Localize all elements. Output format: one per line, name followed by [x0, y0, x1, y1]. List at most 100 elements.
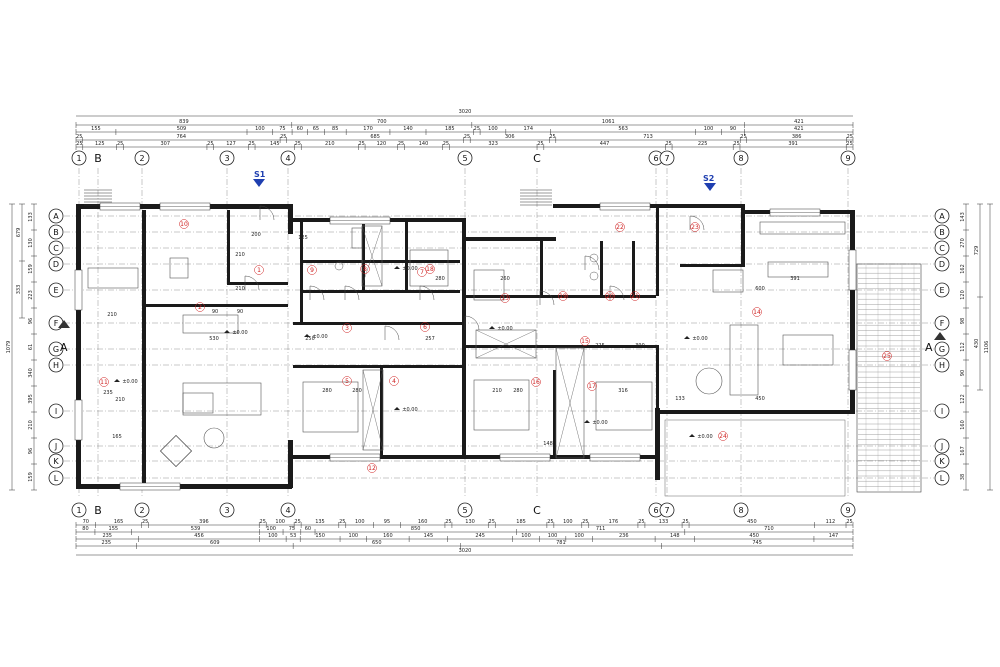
interior-dimension: 90: [212, 309, 218, 315]
wall-interior: [146, 304, 288, 307]
level-marker-icon: [584, 420, 590, 423]
dimension-value: 98: [960, 318, 966, 324]
room-number-circle: [367, 463, 377, 473]
dimension-value: 90: [730, 126, 736, 132]
wall-interior: [230, 282, 288, 285]
wall-exterior: [466, 455, 655, 459]
section-marker-left: A: [58, 320, 70, 354]
room-number-circle: [342, 376, 352, 386]
interior-dimension: 257: [425, 336, 435, 342]
dimension-value: 160: [960, 420, 966, 430]
wall-interior: [632, 241, 635, 296]
dimension-value: 170: [363, 126, 373, 132]
dimension-value: 100: [521, 533, 531, 539]
interior-dimension: 210: [235, 252, 245, 258]
dimension-value: 185: [516, 519, 526, 525]
dimension-value: 25: [582, 519, 588, 525]
axis-bubble-label: C: [53, 244, 59, 253]
axis-bubble: [457, 502, 473, 518]
interior-dimension: 235: [103, 390, 113, 396]
dimension-value: 112: [826, 519, 836, 525]
dimension-value: 100: [355, 519, 365, 525]
interior-dimension: 450: [755, 396, 765, 402]
room-number-circle: [389, 376, 399, 386]
dimension-value: 781: [556, 540, 566, 546]
dimension-value: 25: [339, 519, 345, 525]
axis-bubble: [840, 502, 856, 518]
dimension-value: 850: [411, 526, 421, 532]
dimension-value: 25: [117, 141, 123, 147]
axis-bubble: [934, 341, 950, 357]
section-arrow-icon: [253, 179, 265, 187]
room-number: 18: [426, 266, 434, 273]
dimension-value: 25: [489, 519, 495, 525]
dimension-value: 764: [176, 134, 186, 140]
washbasin: [351, 227, 363, 249]
shaft: [475, 329, 537, 359]
room-number-circle: [342, 323, 352, 333]
level-marker-icon: [304, 334, 310, 337]
room-number-circle: [99, 377, 109, 387]
dimension-value: 100: [548, 533, 558, 539]
section-label: S1: [254, 170, 266, 179]
dimension-value: 100: [268, 533, 278, 539]
dimension-value: 100: [266, 526, 276, 532]
toilet: [589, 271, 599, 281]
axis-bubble: [280, 150, 296, 166]
kitchen-island: [712, 269, 744, 293]
sofa-module: [182, 392, 214, 414]
room-number-circle: [254, 265, 264, 275]
axis-bubble: [48, 357, 64, 373]
axis-bubble: [48, 403, 64, 419]
dimension-value: 685: [370, 134, 380, 140]
dimension-value: 421: [794, 119, 804, 125]
dimension-value: 90: [960, 370, 966, 376]
section-letter: A: [60, 341, 68, 354]
axis-bubble-label: D: [939, 260, 945, 269]
dimension-value: 323: [488, 141, 498, 147]
bed: [302, 381, 359, 433]
wall-interior: [656, 345, 659, 410]
dimension-value: 25: [398, 141, 404, 147]
axis-bubble: [934, 438, 950, 454]
room-number-circle: [500, 293, 510, 303]
dimension-value: 270: [960, 238, 966, 248]
wall-interior: [656, 204, 659, 296]
wardrobe: [473, 269, 505, 301]
wall-interior: [466, 345, 656, 348]
dimension-value: 430: [974, 339, 980, 349]
room-number-circle: [630, 291, 640, 301]
axis-bubble: [48, 438, 64, 454]
dimension-value: 223: [28, 290, 34, 300]
axis-bubble-label: L: [54, 474, 59, 483]
dimension-value: 100: [349, 533, 359, 539]
room-number-circle: [690, 222, 700, 232]
room-number-circle: [360, 264, 370, 274]
interior-dimension: 280: [513, 388, 523, 394]
dimension-value: 130: [465, 519, 475, 525]
level-value: ±0.00: [232, 330, 247, 336]
level-marker-icon: [689, 434, 695, 437]
axis-bubble-label: F: [54, 319, 59, 328]
dimension-value: 159: [28, 264, 34, 274]
dimension-value: 711: [596, 526, 606, 532]
section-letter: A: [925, 341, 933, 354]
axis-bubble: [134, 150, 150, 166]
room-number: 22: [616, 224, 624, 231]
wall-interior: [405, 222, 408, 292]
wall-interior: [362, 222, 365, 292]
axis-bubble-label: 7: [664, 154, 669, 163]
shaft-cross: [475, 329, 537, 359]
axis-bubble-label: A: [53, 212, 59, 221]
level-marker-icon: [114, 379, 120, 382]
axis-bubble: [48, 208, 64, 224]
shaft-cross: [555, 347, 585, 459]
axis-bubble-label: K: [939, 457, 945, 466]
wall-interior: [680, 264, 745, 267]
window: [74, 269, 83, 311]
axis-bubble-label: J: [940, 442, 943, 451]
door-swing: [609, 285, 625, 301]
level-marker-icon: [489, 326, 495, 329]
wall-exterior: [660, 410, 855, 414]
